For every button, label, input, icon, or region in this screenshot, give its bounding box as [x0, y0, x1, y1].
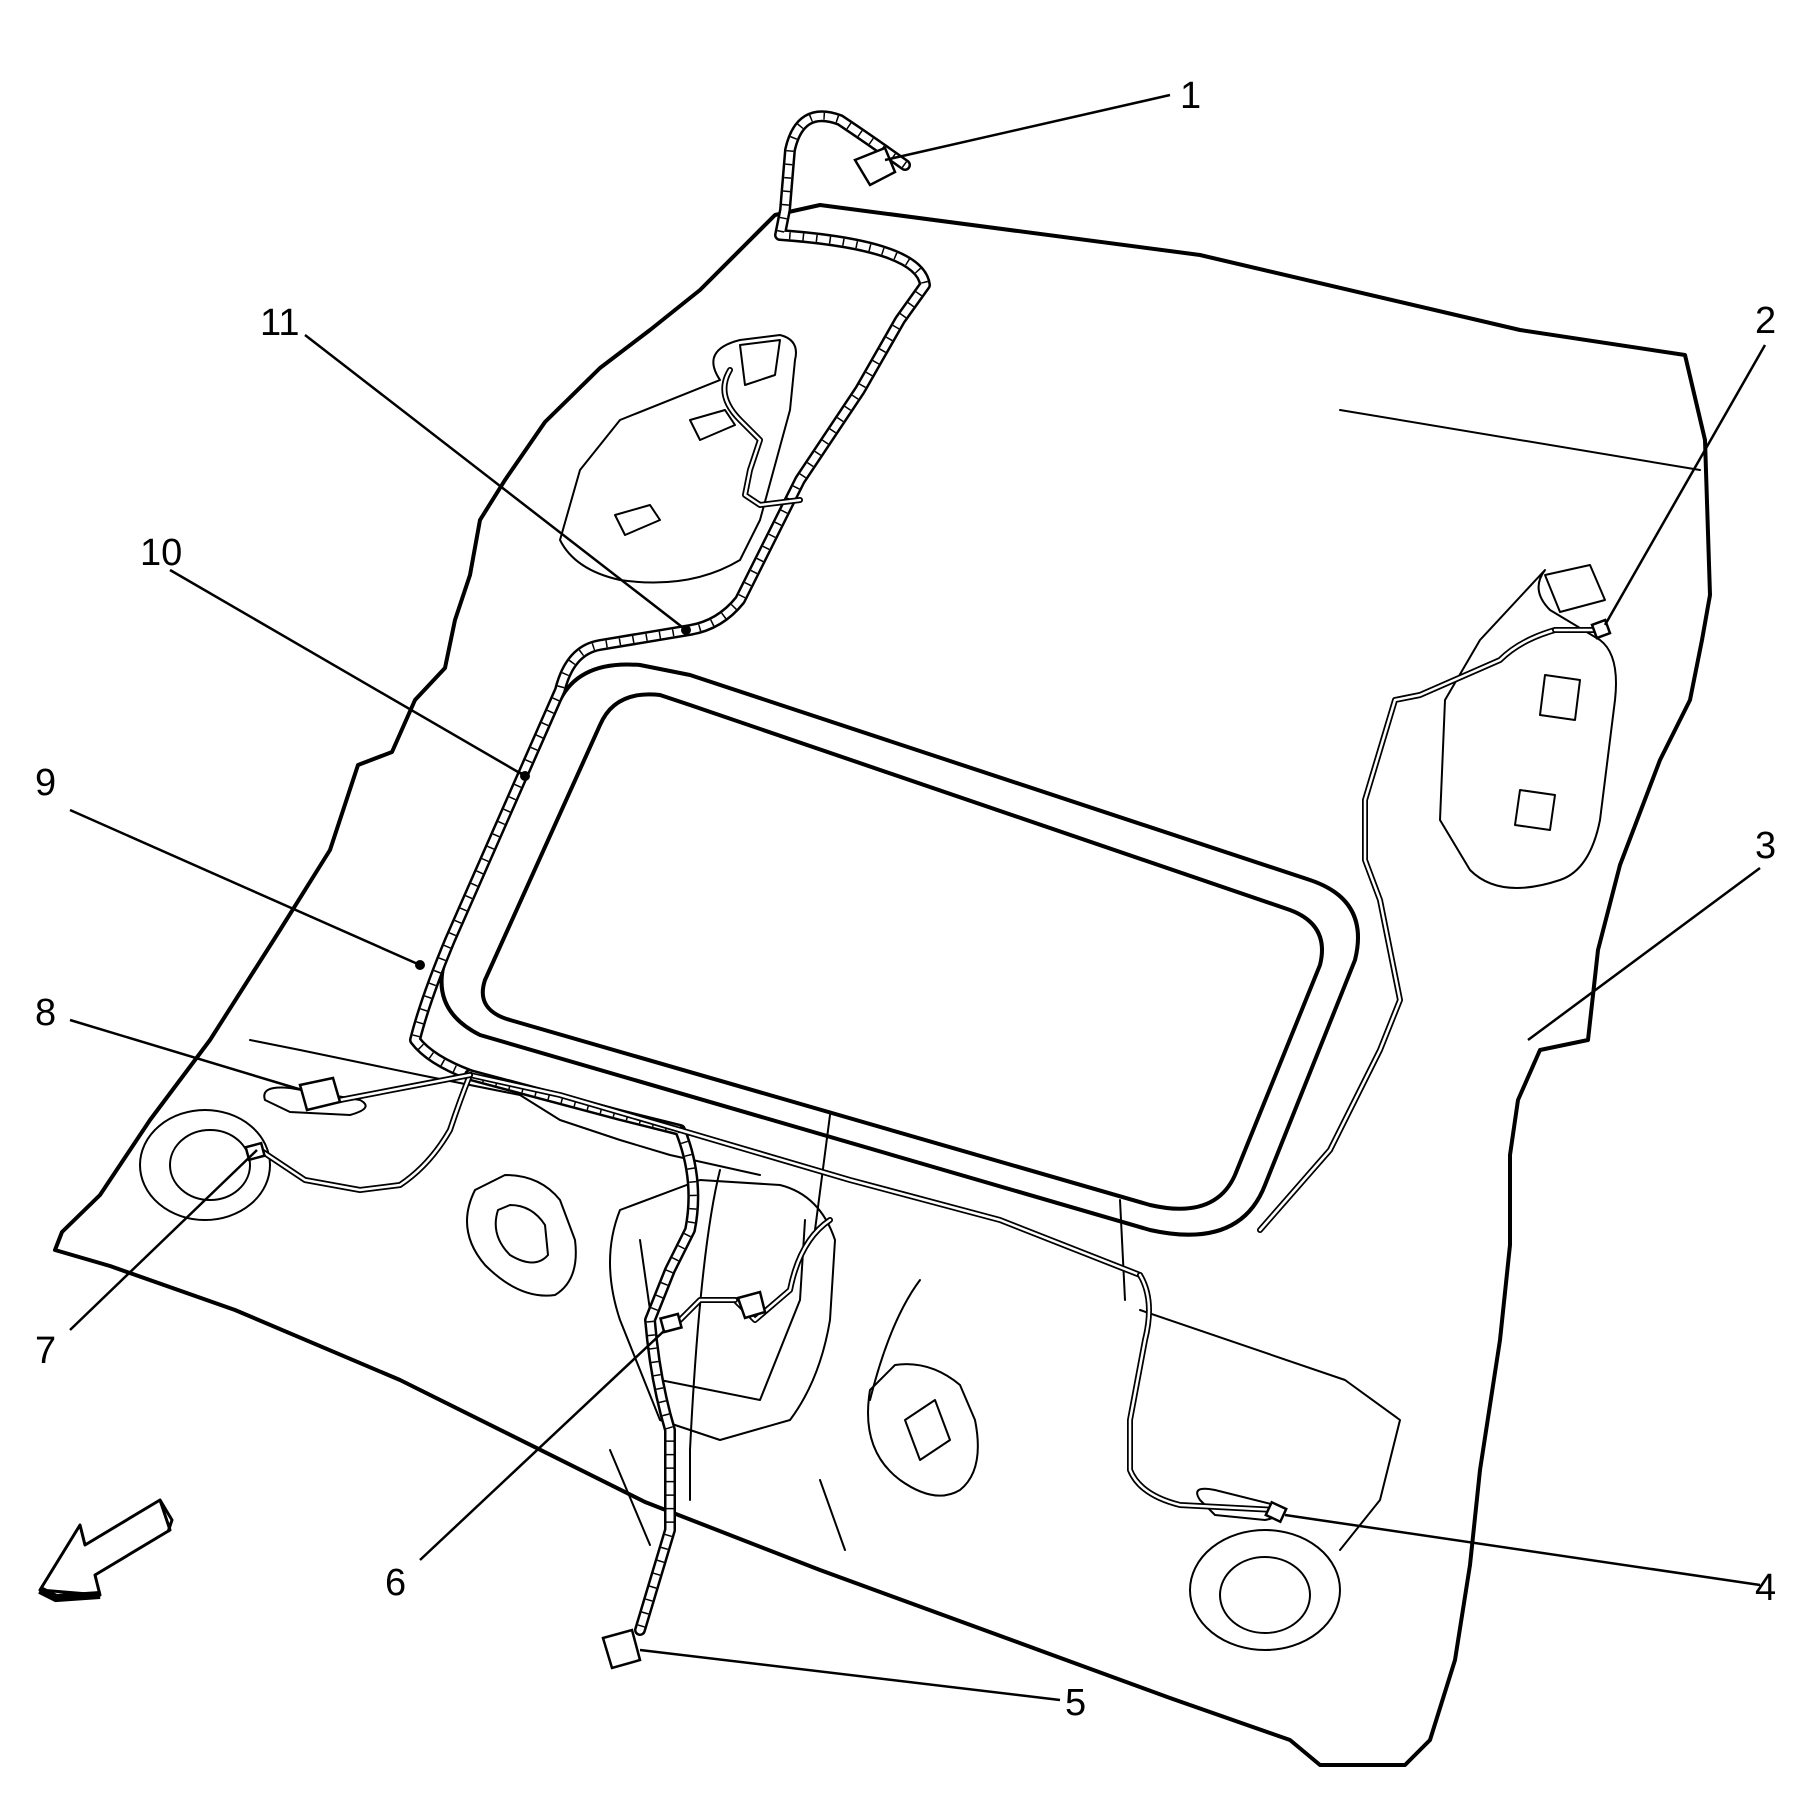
connector-5: [601, 1628, 642, 1670]
lower-contour-right: [869, 1279, 1401, 1551]
rear-connector: [736, 1290, 767, 1320]
callout-2: 2: [1755, 300, 1776, 342]
front-visor-recess-left: [466, 1174, 577, 1297]
secondary-wires: [257, 367, 1603, 1513]
headliner-outline: [53, 203, 1712, 1767]
callout-3: 3: [1755, 825, 1776, 867]
console-recess-inner: [639, 1219, 806, 1401]
connector-6: [658, 1312, 684, 1334]
upper-left-handle: [614, 409, 736, 536]
sunroof-opening-inner: [480, 692, 1324, 1211]
headliner-rear-contour: [1339, 409, 1701, 471]
callout-8: 8: [35, 992, 56, 1034]
callout-9: 9: [35, 762, 56, 804]
lower-contour-left: [609, 1169, 846, 1551]
connector-4: [1264, 1500, 1288, 1524]
front-right-ring-outer: [1189, 1529, 1341, 1651]
front-left-ring-inner: [169, 1129, 251, 1201]
upper-left-recess: [559, 334, 797, 584]
callout-7: 7: [35, 1330, 56, 1372]
callout-5: 5: [1065, 1682, 1086, 1724]
connector-8: [298, 1076, 342, 1112]
main-wiring-harness: [409, 110, 931, 1636]
right-recess: [1439, 569, 1617, 889]
sunroof-opening-outer: [439, 662, 1360, 1237]
callout-11: 11: [260, 302, 299, 344]
leader-lines: [69, 93, 1767, 1702]
connector-1: [853, 146, 897, 187]
headliner-front-edge-detail: [249, 1039, 761, 1176]
front-left-slot: [263, 1086, 367, 1116]
front-direction-arrow-icon: [38, 1498, 174, 1603]
callout-4: 4: [1755, 1567, 1776, 1609]
console-recess: [609, 1179, 836, 1441]
callout-6: 6: [385, 1562, 406, 1604]
front-visor-diamond: [904, 1399, 951, 1461]
front-visor-recess-left-inner: [494, 1204, 549, 1264]
callout-10: 10: [140, 532, 182, 574]
front-left-ring-outer: [139, 1109, 271, 1221]
callout-1: 1: [1180, 75, 1201, 117]
upper-left-lamp: [739, 339, 781, 386]
front-right-ring-inner: [1219, 1556, 1311, 1634]
right-lamp: [1544, 564, 1606, 613]
right-handle: [1514, 674, 1581, 831]
front-visor-recess-right: [867, 1363, 979, 1497]
